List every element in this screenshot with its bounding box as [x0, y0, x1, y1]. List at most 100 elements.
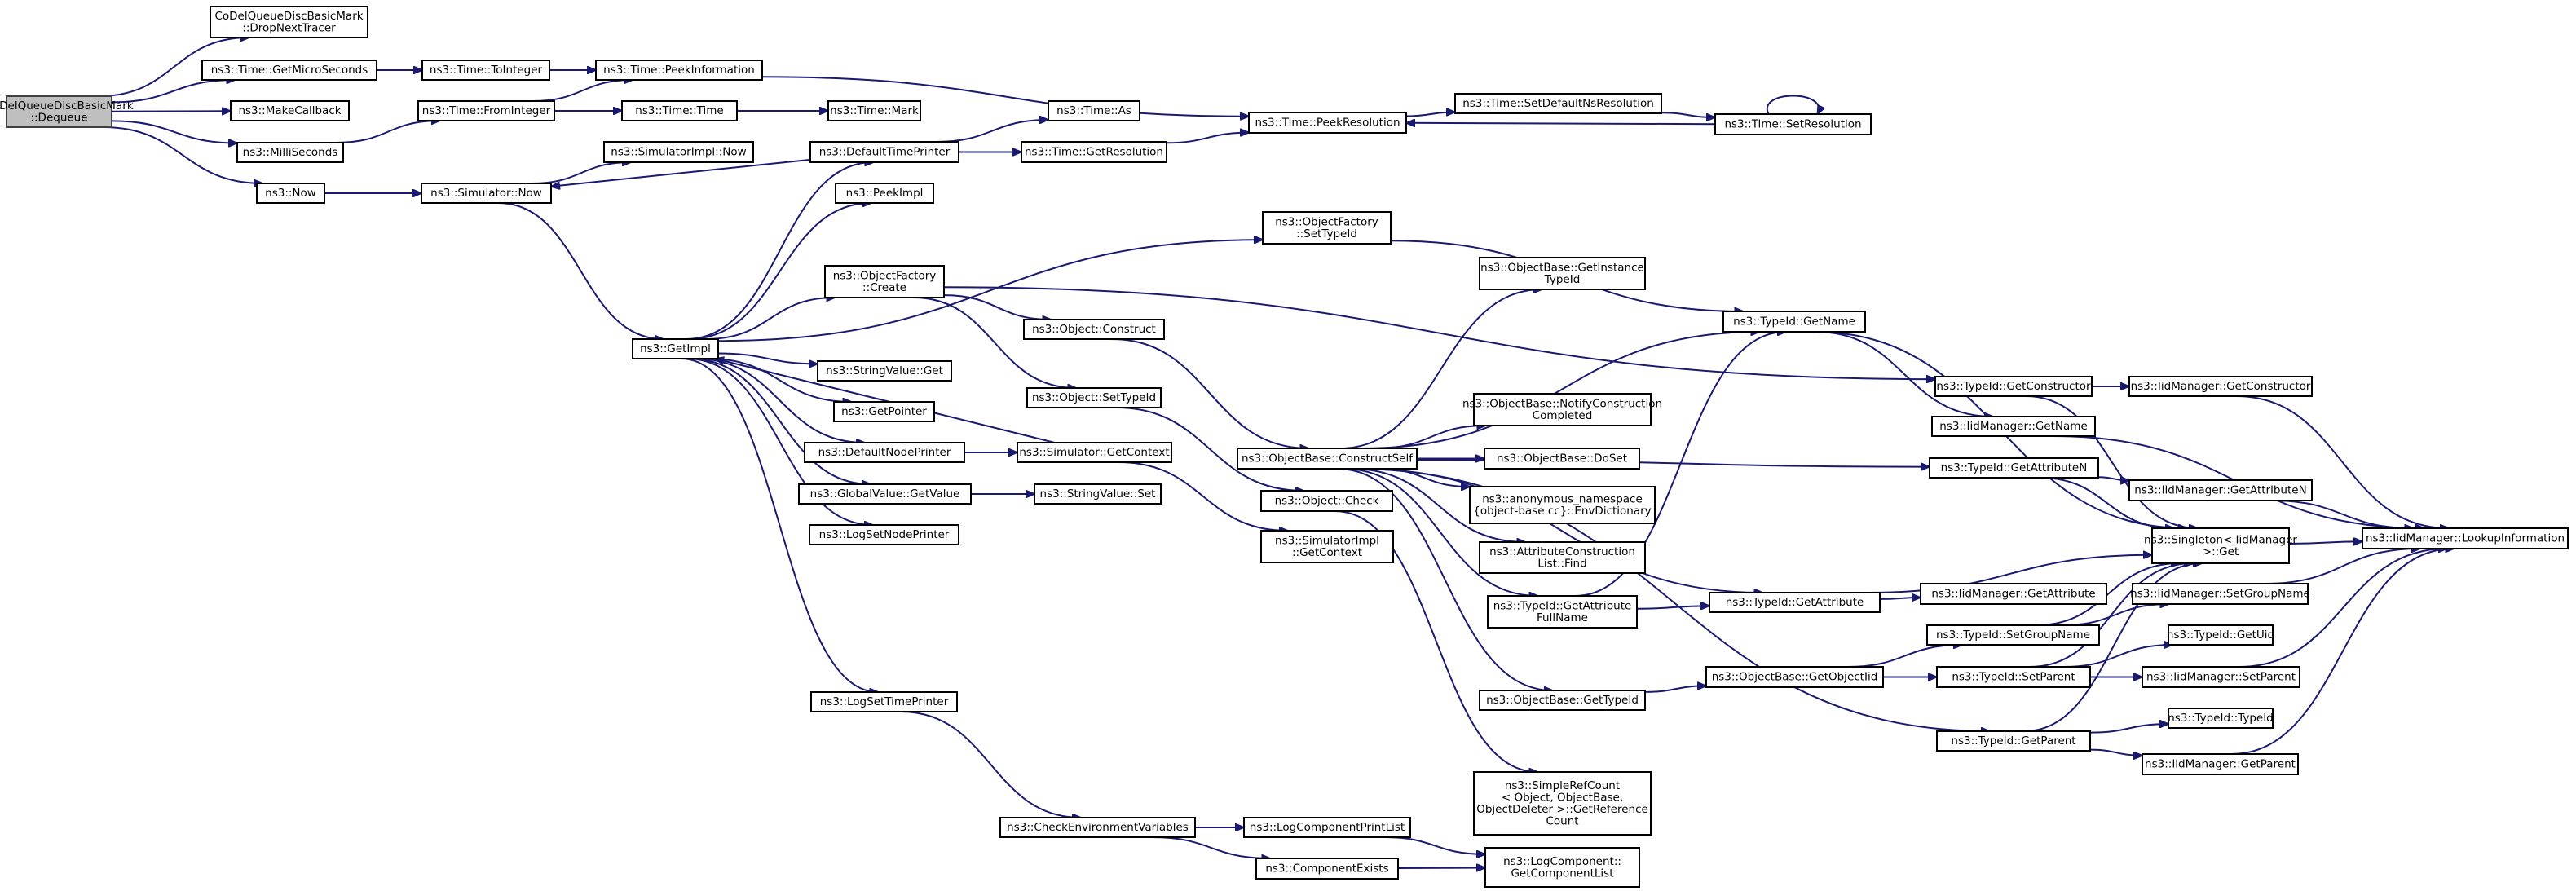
node-objfactcreate[interactable]: ns3::ObjectFactory::Create [824, 265, 945, 298]
node-box[interactable] [632, 338, 719, 359]
node-box[interactable] [1479, 690, 1646, 711]
node-simnow[interactable]: ns3::Simulator::Now [421, 183, 552, 204]
node-box[interactable] [236, 142, 344, 163]
node-box[interactable] [2142, 666, 2300, 688]
node-objfactsettid[interactable]: ns3::ObjectFactory::SetTypeId [1262, 211, 1392, 245]
node-doset[interactable]: ns3::ObjectBase::DoSet [1484, 448, 1640, 470]
node-setres[interactable]: ns3::Time::SetResolution [1714, 113, 1872, 135]
node-tidgetctor[interactable]: ns3::TypeId::GetConstructor [1934, 376, 2093, 397]
node-logsettime[interactable]: ns3::LogSetTimePrinter [810, 691, 958, 712]
node-objsettid[interactable]: ns3::Object::SetTypeId [1026, 387, 1162, 408]
node-milli[interactable]: ns3::MilliSeconds [236, 142, 344, 163]
node-box[interactable] [621, 100, 738, 121]
node-box[interactable] [809, 524, 959, 545]
node-box[interactable] [1048, 100, 1140, 121]
node-peekinfo[interactable]: ns3::Time::PeekInformation [595, 60, 763, 81]
node-constructself[interactable]: ns3::ObjectBase::ConstructSelf [1237, 448, 1418, 470]
node-peekimpl[interactable]: ns3::PeekImpl [835, 183, 934, 204]
node-box[interactable] [827, 100, 921, 121]
node-box[interactable] [1237, 448, 1418, 470]
node-defnodeprinter[interactable]: ns3::DefaultNodePrinter [804, 442, 965, 463]
node-box[interactable] [804, 442, 965, 463]
node-box[interactable] [1479, 541, 1646, 574]
node-box[interactable] [1473, 771, 1652, 836]
node-iidgetctor[interactable]: ns3::IidManager::GetConstructor [2128, 376, 2313, 397]
node-box[interactable] [1243, 817, 1411, 838]
node-frominteger[interactable]: ns3::Time::FromInteger [417, 100, 555, 121]
node-box[interactable] [1484, 448, 1640, 470]
node-obgetobjiid[interactable]: ns3::ObjectBase::GetObjectIid [1705, 666, 1884, 688]
node-box[interactable] [1026, 387, 1162, 408]
node-singleton[interactable]: ns3::Singleton< IidManager>::Get [2144, 527, 2297, 564]
node-iidsetgroup[interactable]: ns3::IidManager::SetGroupName [2130, 583, 2310, 605]
node-box[interactable] [1929, 457, 2099, 479]
node-box[interactable] [2128, 376, 2313, 397]
node-box[interactable] [1926, 624, 2100, 646]
node-box[interactable] [1931, 416, 2096, 437]
node-box[interactable] [2168, 624, 2274, 646]
node-lookupinfo[interactable]: ns3::IidManager::LookupInformation [2362, 527, 2569, 549]
node-box[interactable] [1023, 319, 1165, 340]
node-box[interactable] [417, 100, 555, 121]
node-box[interactable] [1021, 141, 1167, 163]
node-box[interactable] [595, 60, 763, 81]
node-box[interactable] [1248, 112, 1407, 134]
node-box[interactable] [201, 60, 377, 81]
node-tidgetattr[interactable]: ns3::TypeId::GetAttribute [1709, 592, 1881, 613]
node-deftimeprinter[interactable]: ns3::DefaultTimePrinter [809, 141, 959, 163]
node-box[interactable] [2128, 479, 2313, 501]
node-getimpl[interactable]: ns3::GetImpl [632, 338, 719, 359]
node-iidsetparent[interactable]: ns3::IidManager::SetParent [2142, 666, 2300, 688]
node-simimplnow[interactable]: ns3::SimulatorImpl::Now [603, 141, 754, 163]
node-iidgetparent[interactable]: ns3::IidManager::GetParent [2142, 753, 2299, 775]
node-box[interactable] [6, 95, 112, 128]
node-box[interactable] [1034, 483, 1162, 505]
node-checkenv[interactable]: ns3::CheckEnvironmentVariables [999, 817, 1196, 838]
node-box[interactable] [1260, 530, 1394, 563]
node-box[interactable] [999, 817, 1196, 838]
node-box[interactable] [2151, 527, 2290, 564]
node-logsetnode[interactable]: ns3::LogSetNodePrinter [809, 524, 959, 545]
node-box[interactable] [810, 691, 958, 712]
node-box[interactable] [421, 60, 550, 81]
node-setdefns[interactable]: ns3::Time::SetDefaultNsResolution [1454, 93, 1662, 114]
node-getrefcount[interactable]: ns3::SimpleRefCount< Object, ObjectBase,… [1473, 771, 1652, 836]
node-stringget[interactable]: ns3::StringValue::Get [817, 360, 952, 382]
node-compexists[interactable]: ns3::ComponentExists [1255, 858, 1399, 880]
node-timeas[interactable]: ns3::Time::As [1048, 100, 1140, 121]
node-box[interactable] [1936, 730, 2091, 752]
node-box[interactable] [798, 483, 972, 505]
node-box[interactable] [2132, 583, 2309, 605]
node-box[interactable] [1479, 257, 1646, 290]
node-envdict[interactable]: ns3::anonymous_namespace{object-base.cc}… [1469, 486, 1656, 524]
node-box[interactable] [835, 183, 934, 204]
node-box[interactable] [1705, 666, 1884, 688]
node-box[interactable] [421, 183, 552, 204]
node-notifyconst[interactable]: ns3::ObjectBase::NotifyConstructionCompl… [1462, 393, 1662, 426]
node-simimplgetctx[interactable]: ns3::SimulatorImpl::GetContext [1260, 530, 1394, 563]
node-logprintlist[interactable]: ns3::LogComponentPrintList [1243, 817, 1411, 838]
node-box[interactable] [1709, 592, 1881, 613]
node-tidgetattrn[interactable]: ns3::TypeId::GetAttributeN [1929, 457, 2099, 479]
node-box[interactable] [1454, 93, 1662, 114]
node-box[interactable] [1484, 847, 1640, 888]
node-logcomplist[interactable]: ns3::LogComponent::GetComponentList [1484, 847, 1640, 888]
node-now[interactable]: ns3::Now [256, 183, 325, 204]
node-getpointer[interactable]: ns3::GetPointer [833, 401, 935, 422]
node-box[interactable] [1920, 583, 2107, 605]
node-makecb[interactable]: ns3::MakeCallback [230, 100, 350, 121]
node-globalget[interactable]: ns3::GlobalValue::GetValue [798, 483, 972, 505]
node-objcheck[interactable]: ns3::Object::Check [1260, 490, 1393, 512]
node-box[interactable] [2168, 708, 2274, 729]
node-iidgetattr[interactable]: ns3::IidManager::GetAttribute [1920, 583, 2107, 605]
node-tidtypeid[interactable]: ns3::TypeId::TypeId [2168, 708, 2274, 729]
node-getres[interactable]: ns3::Time::GetResolution [1021, 141, 1167, 163]
node-box[interactable] [1017, 442, 1172, 463]
node-box[interactable] [1487, 595, 1638, 629]
node-getmicro[interactable]: ns3::Time::GetMicroSeconds [201, 60, 377, 81]
node-objconstruct[interactable]: ns3::Object::Construct [1023, 319, 1165, 340]
node-timemark[interactable]: ns3::Time::Mark [827, 100, 921, 121]
